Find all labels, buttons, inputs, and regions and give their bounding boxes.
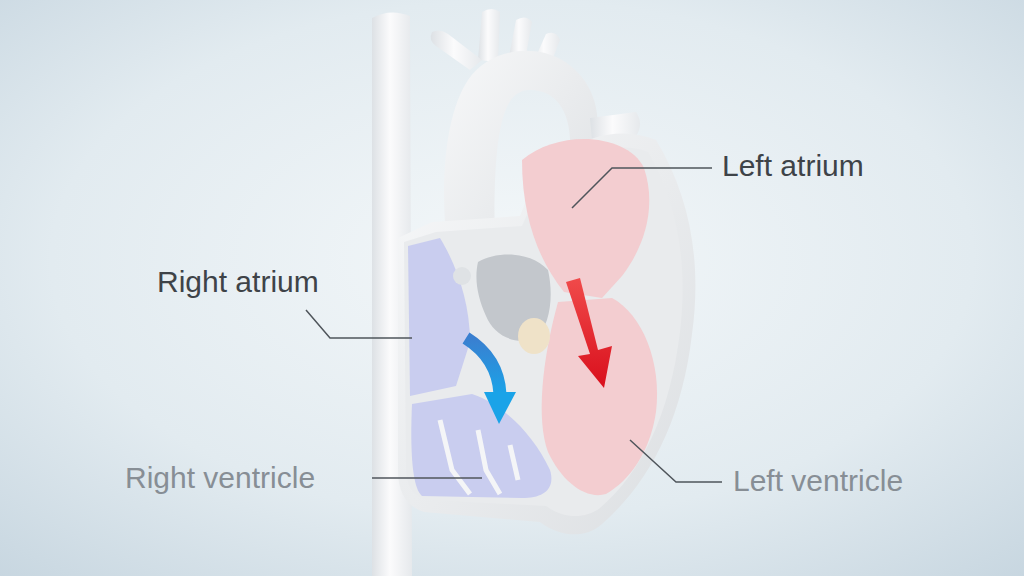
valve: [518, 318, 550, 354]
flow-arrow: [466, 278, 612, 424]
label-box: Right ventricle: [125, 460, 315, 496]
part-label: Left atrium: [722, 148, 864, 184]
label-box: Left atrium: [722, 148, 864, 184]
right-ventricle: [411, 394, 551, 498]
left-ventricle: [542, 298, 657, 495]
label-box: Left ventricle: [733, 463, 903, 499]
trabeculae: [440, 420, 518, 494]
part-label: Right ventricle: [125, 460, 315, 496]
valve: [453, 267, 471, 285]
right-atrium: [408, 238, 470, 396]
heart-wall: [398, 134, 695, 535]
label-box: Right atrium: [157, 264, 319, 300]
leader-line: [306, 168, 722, 482]
part-label: Right atrium: [157, 264, 319, 300]
part-label: Left ventricle: [733, 463, 903, 499]
